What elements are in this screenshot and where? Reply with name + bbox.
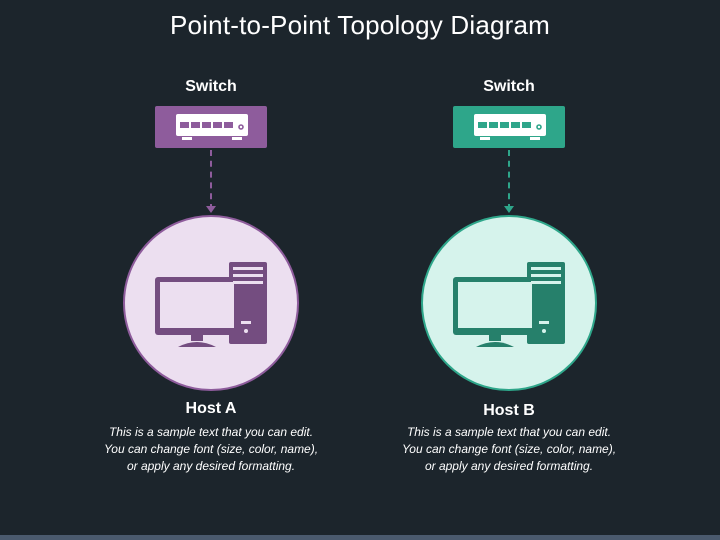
bottom-bar	[0, 535, 720, 540]
switch-a-box[interactable]	[155, 106, 267, 148]
host-a-description-line: This is a sample text that you can edit.	[108, 425, 314, 439]
diagram-title: Point-to-Point Topology Diagram	[169, 10, 551, 40]
host-b-description: This is a sample text that you can edit.…	[359, 424, 659, 475]
host-b-group: Switch	[359, 0, 659, 540]
network-switch-icon	[474, 114, 546, 140]
host-a-group: Switch	[61, 0, 361, 540]
link-b-arrow-icon	[504, 206, 514, 213]
link-a-arrow-icon	[206, 206, 216, 213]
host-a-circle[interactable]	[123, 215, 299, 391]
host-b-description-line: You can change font (size, color, name),	[401, 442, 617, 456]
link-a-line	[210, 150, 212, 210]
host-a-description-line: You can change font (size, color, name),	[103, 442, 319, 456]
host-a-name: Host A	[185, 400, 237, 417]
host-b-description-line: or apply any desired formatting.	[424, 459, 594, 473]
host-b-circle[interactable]	[421, 215, 597, 391]
switch-a-label: Switch	[185, 78, 237, 95]
host-a-description: This is a sample text that you can edit.…	[61, 424, 361, 475]
host-a-description-line: or apply any desired formatting.	[126, 459, 296, 473]
switch-b-box[interactable]	[453, 106, 565, 148]
host-b-description-line: This is a sample text that you can edit.	[406, 425, 612, 439]
desktop-computer-icon	[155, 262, 267, 347]
host-b-name: Host B	[483, 402, 535, 419]
link-b-line	[508, 150, 510, 210]
desktop-computer-icon	[453, 262, 565, 347]
switch-b-label: Switch	[483, 78, 535, 95]
network-switch-icon	[176, 114, 248, 140]
